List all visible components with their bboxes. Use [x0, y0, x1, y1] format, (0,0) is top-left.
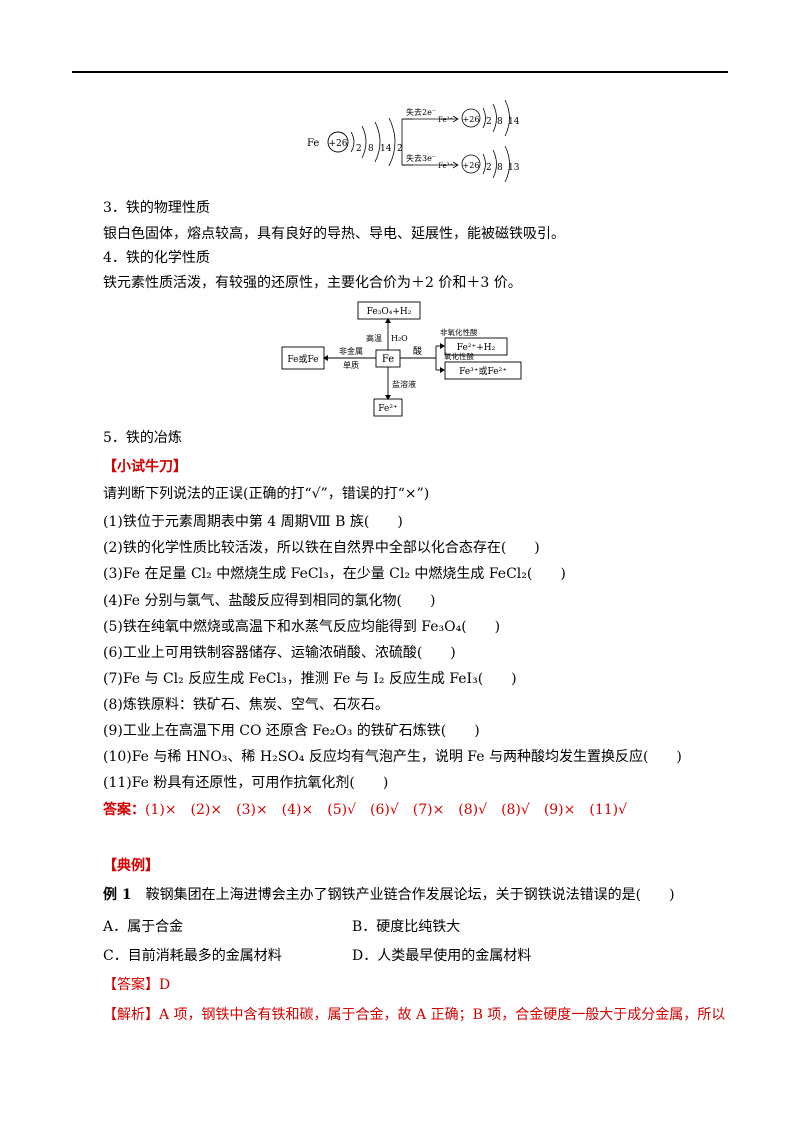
example-title: 【典例】 [103, 858, 159, 874]
section3-heading: 3．铁的物理性质 [103, 200, 210, 216]
option-a: A．属于合金 [103, 919, 184, 935]
ion-top-shell-1: 2 [486, 117, 492, 127]
section4-heading: 4．铁的化学性质 [103, 250, 210, 266]
reaction-diagram: Fe₃O₄+H₂ Fe 高温 H₂O Fe或Fe 非金属 单质 酸 非氧化性酸 … [281, 301, 522, 417]
section3-text: 银白色固体，熔点较高，具有良好的导热、导电、延展性，能被磁铁吸引。 [103, 226, 565, 242]
atom-element: Fe [307, 138, 319, 149]
right-bottom-label: 氧化性酸 [444, 351, 474, 361]
ion-top-shell-2: 8 [497, 117, 503, 127]
analysis-text: A 项，钢铁中含有铁和碳，属于合金，故 A 正确；B 项，合金硬度一般大于成分金… [159, 1007, 726, 1023]
example-label: 例 1 [103, 887, 132, 903]
left-label-bottom: 单质 [343, 360, 359, 370]
quiz-item: (6)工业上可用铁制容器储存、运输浓硝酸、浓硫酸( ) [103, 645, 456, 661]
ion-top-shell-3: 14 [508, 117, 520, 127]
ion-top-nucleus: +26 [463, 115, 480, 124]
example-question: 鞍钢集团在上海进博会主办了钢铁产业链合作发展论坛，关于钢铁说法错误的是( ) [145, 887, 675, 903]
option-b: B．硬度比纯铁大 [352, 919, 461, 935]
atom-shell-1: 2 [356, 144, 362, 154]
quiz-item: (3)Fe 在足量 Cl₂ 中燃烧生成 FeCl₃，在少量 Cl₂ 中燃烧生成 … [103, 566, 566, 582]
quiz-item: (11)Fe 粉具有还原性，可用作抗氧化剂( ) [103, 775, 389, 791]
atom-nucleus-circle [327, 131, 349, 153]
quiz-item: (8)炼铁原料：铁矿石、焦炭、空气、石灰石。 [103, 697, 389, 713]
bottom-label: 盐溶液 [392, 379, 416, 389]
example-analysis: 【解析】A 项，钢铁中含有铁和碳，属于合金，故 A 正确；B 项，合金硬度一般大… [103, 1005, 725, 1025]
top-label-right: H₂O [391, 334, 408, 343]
header-rule [72, 71, 728, 73]
section4-text: 铁元素性质活泼，有较强的还原性，主要化合价为＋2 价和＋3 价。 [103, 275, 522, 291]
quiz-item: (4)Fe 分别与氯气、盐酸反应得到相同的氯化物( ) [103, 593, 436, 609]
quiz-item: (1)铁位于元素周期表中第 4 周期Ⅷ B 族( ) [103, 514, 403, 530]
quiz-answer: 答案：(1)× (2)× (3)× (4)× (5)√ (6)√ (7)× (8… [103, 800, 627, 820]
path-top-label: 失去2e⁻ [406, 107, 436, 117]
option-d: D．人类最早使用的金属材料 [352, 948, 532, 964]
atom-shell-4: 2 [397, 144, 403, 154]
right-label: 酸 [413, 346, 422, 357]
option-c: C．目前消耗最多的金属材料 [103, 948, 282, 964]
example-question-line: 例 1 鞍钢集团在上海进博会主办了钢铁产业链合作发展论坛，关于钢铁说法错误的是(… [103, 885, 675, 905]
quiz-title: 【小试牛刀】 [103, 459, 187, 475]
quiz-answer-text: (1)× (2)× (3)× (4)× (5)√ (6)√ (7)× (8)√ … [145, 802, 628, 818]
top-box: Fe₃O₄+H₂ [367, 307, 412, 317]
left-box: Fe或Fe [287, 353, 318, 365]
quiz-instruction: 请判断下列说法的正误(正确的打“√”，错误的打“×”) [103, 486, 430, 502]
path-top-ion: Fe²⁺ [438, 116, 453, 124]
atom-shell-3: 14 [380, 144, 392, 154]
analysis-label: 【解析】 [103, 1007, 159, 1023]
left-label-top: 非金属 [339, 346, 363, 356]
atom-nucleus: +26 [329, 139, 348, 149]
ion-bottom-shell-3: 13 [508, 163, 520, 173]
quiz-item: (7)Fe 与 Cl₂ 反应生成 FeCl₃，推测 Fe 与 I₂ 反应生成 F… [103, 671, 517, 687]
quiz-answer-label: 答案： [103, 802, 145, 818]
atom-shell-2: 8 [368, 144, 374, 154]
ion-bottom-shell-2: 8 [497, 163, 503, 173]
right-bottom-box: Fe³⁺或Fe²⁺ [459, 365, 507, 377]
quiz-item: (2)铁的化学性质比较活泼，所以铁在自然界中全部以化合态存在( ) [103, 540, 540, 556]
quiz-item: (10)Fe 与稀 HNO₃、稀 H₂SO₄ 反应均有气泡产生，说明 Fe 与两… [103, 749, 682, 765]
quiz-item: (9)工业上在高温下用 CO 还原含 Fe₂O₃ 的铁矿石炼铁( ) [103, 723, 480, 739]
section5-heading: 5．铁的冶炼 [103, 430, 182, 446]
atom-structure-diagram: Fe +26 2 8 14 2 失去2e⁻ 失去3e⁻ Fe²⁺ +26 2 8… [307, 99, 520, 183]
quiz-item: (5)铁在纯氧中燃烧或高温下和水蒸气反应均能得到 Fe₃O₄( ) [103, 619, 501, 635]
bottom-box: Fe²⁺ [378, 404, 398, 414]
ion-bottom-shell-1: 2 [486, 163, 492, 173]
fe-center: Fe [382, 354, 394, 365]
right-top-label: 非氧化性酸 [440, 327, 478, 337]
top-label-left: 高温 [366, 333, 382, 343]
right-top-box: Fe²⁺+H₂ [457, 343, 496, 353]
path-bottom-ion: Fe³⁺ [438, 162, 453, 170]
example-answer: 【答案】D [103, 977, 171, 993]
ion-bottom-nucleus: +26 [463, 161, 480, 170]
path-bottom-label: 失去3e⁻ [406, 153, 436, 163]
